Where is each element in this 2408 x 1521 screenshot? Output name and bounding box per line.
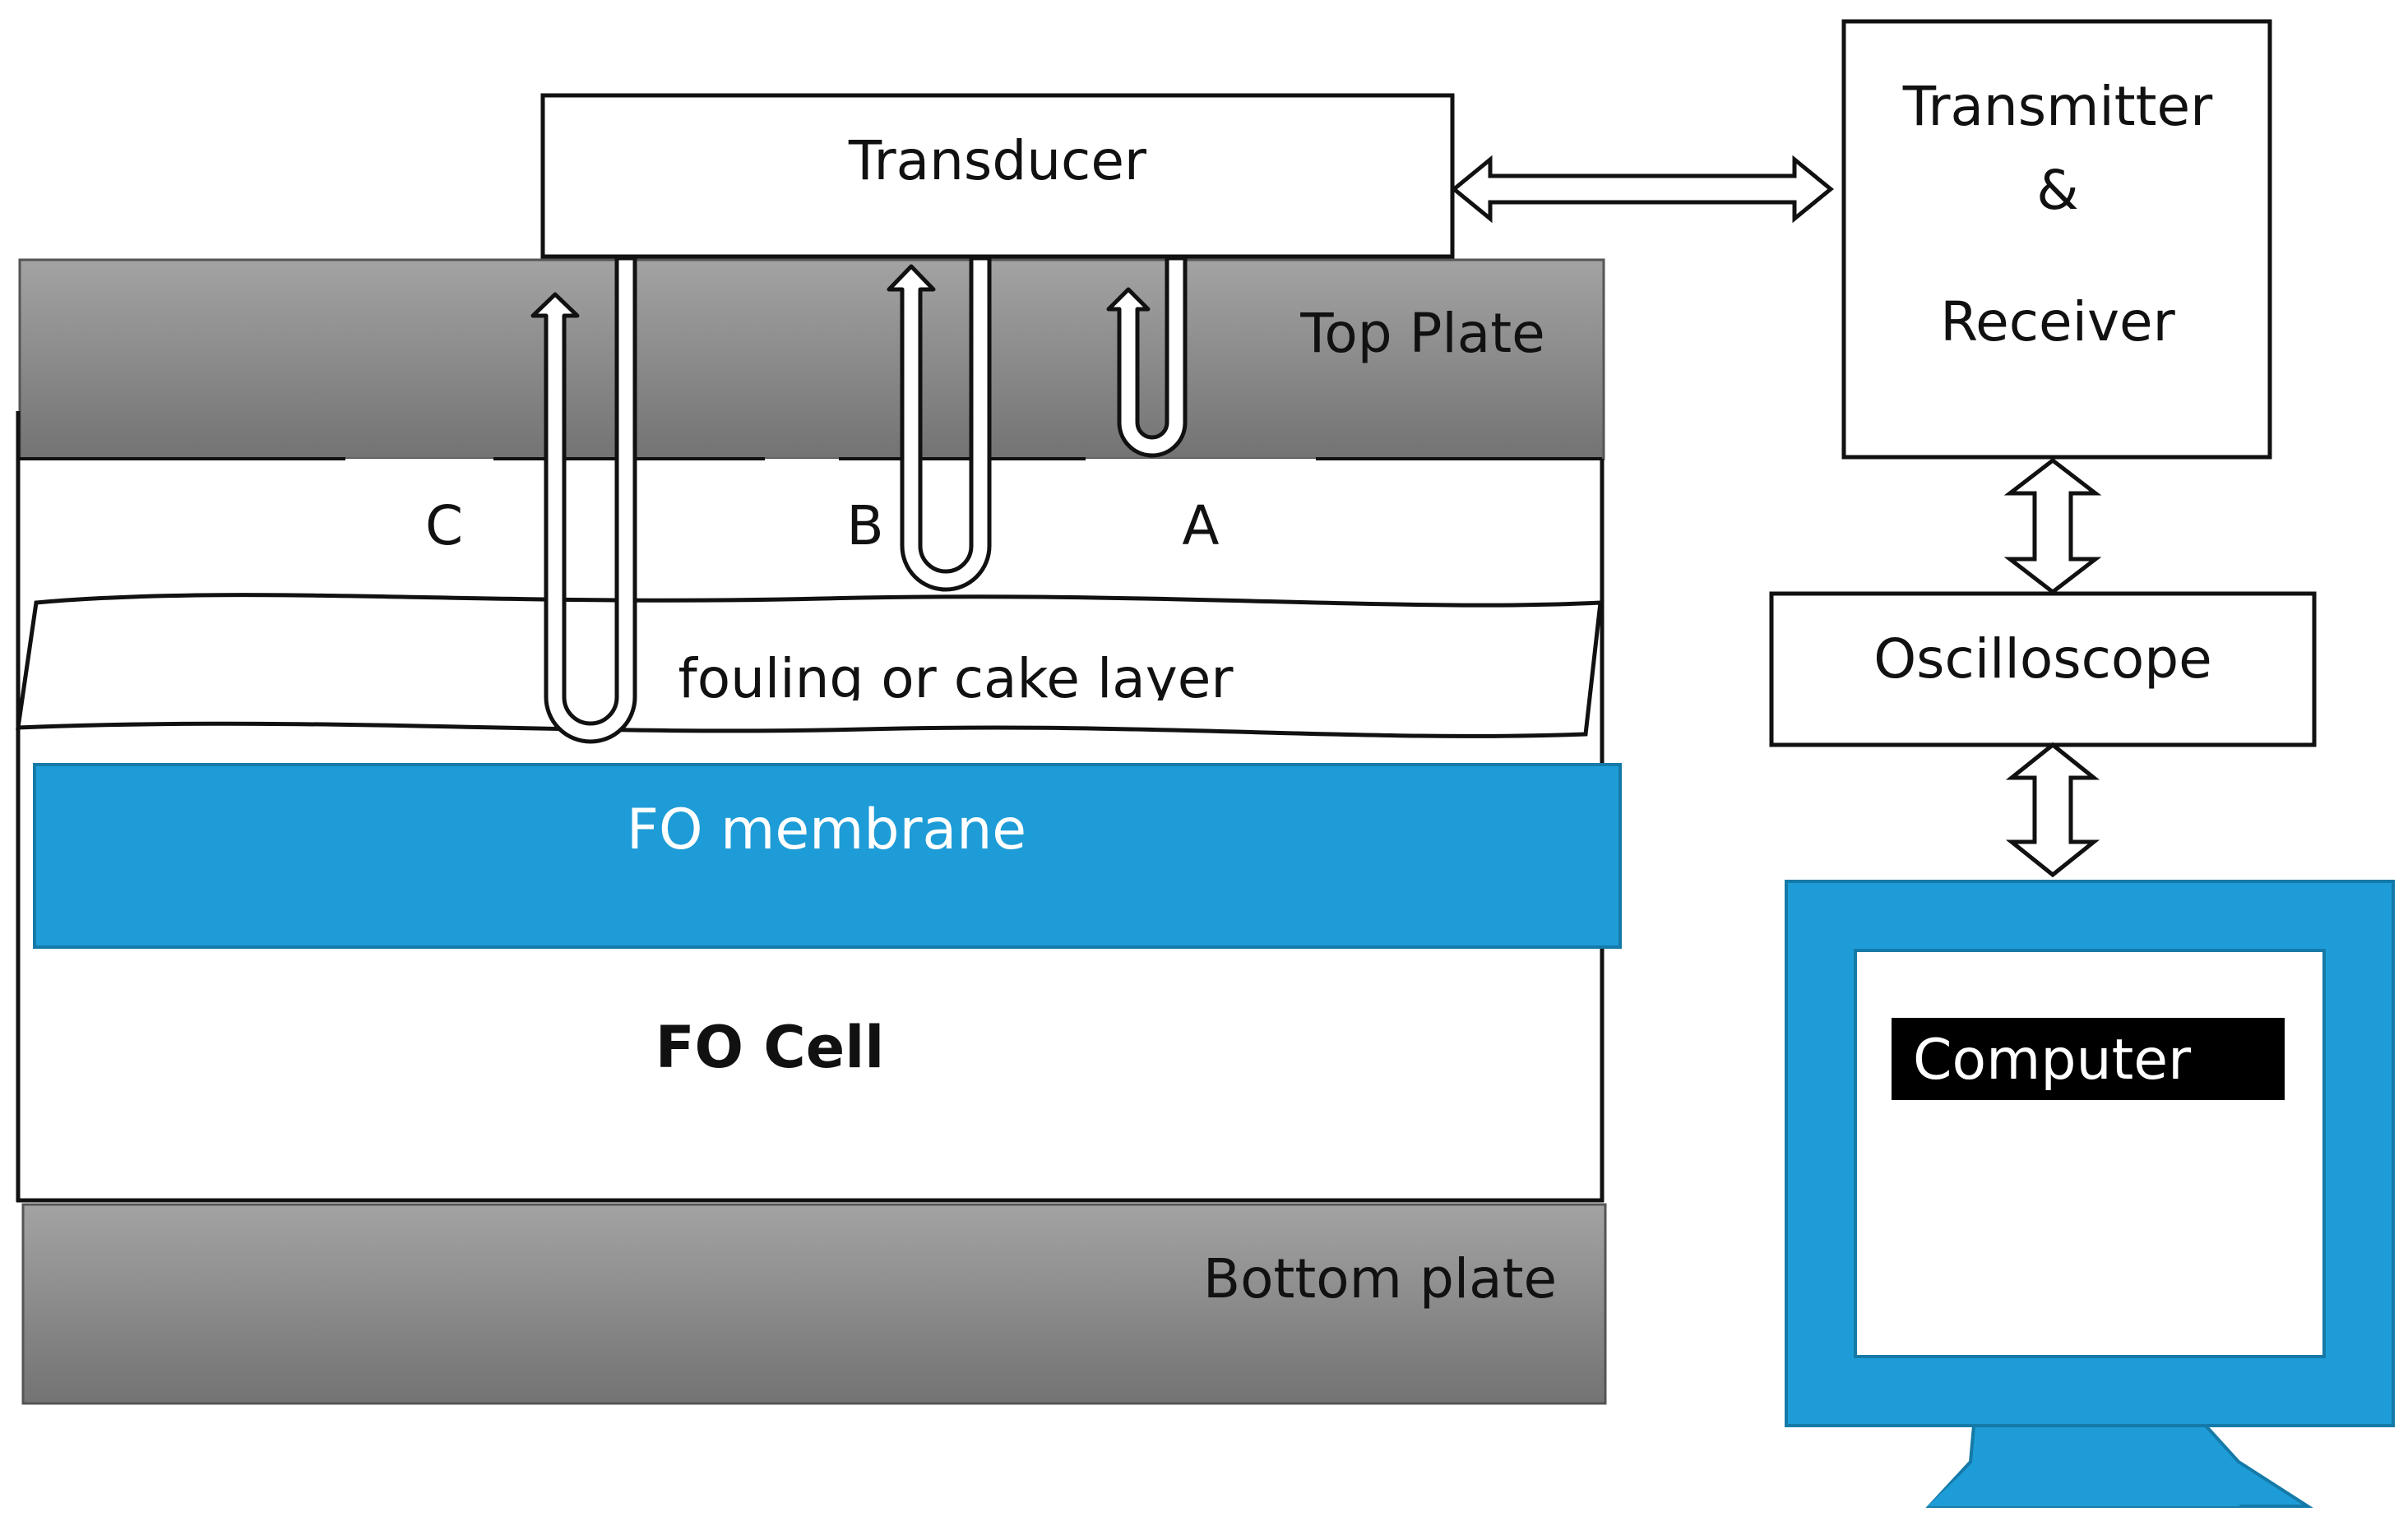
fo-cell-label: FO Cell <box>655 1014 885 1081</box>
computer-monitor <box>1785 880 2395 1508</box>
top-plate-label: Top Plate <box>1299 302 1544 365</box>
ampersand-label: & <box>2036 159 2078 222</box>
receiver-label: Receiver <box>1940 290 2175 354</box>
transmitter-receiver-box <box>1841 19 2272 460</box>
computer-label-badge <box>1892 1018 2285 1100</box>
echo-path-a-arrow <box>1106 256 1188 458</box>
echo-path-b-arrow <box>887 256 992 592</box>
probe-label-b: B <box>846 494 883 557</box>
computer-label: Computer <box>1913 1028 2191 1093</box>
transducer-box <box>540 93 1455 259</box>
oscilloscope-box <box>1769 591 2317 747</box>
echo-path-c-arrow <box>530 256 637 744</box>
probe-label-a: A <box>1182 494 1219 557</box>
transmitter-oscilloscope-double-arrow <box>2003 457 2102 595</box>
fouling-layer-label: fouling or cake layer <box>678 647 1234 710</box>
bottom-plate <box>21 1203 1607 1405</box>
bottom-plate-label: Bottom plate <box>1203 1247 1557 1311</box>
top-plate <box>18 258 1605 460</box>
probe-label-c: C <box>425 494 463 557</box>
fo-membrane <box>33 763 1622 949</box>
transducer-label: Transducer <box>848 129 1147 192</box>
oscilloscope-label: Oscilloscope <box>1873 627 2212 691</box>
oscilloscope-computer-double-arrow <box>2005 742 2100 878</box>
fo-membrane-label: FO membrane <box>627 797 1026 862</box>
transducer-transmitter-double-arrow <box>1451 155 1834 224</box>
transmitter-label: Transmitter <box>1902 75 2213 138</box>
